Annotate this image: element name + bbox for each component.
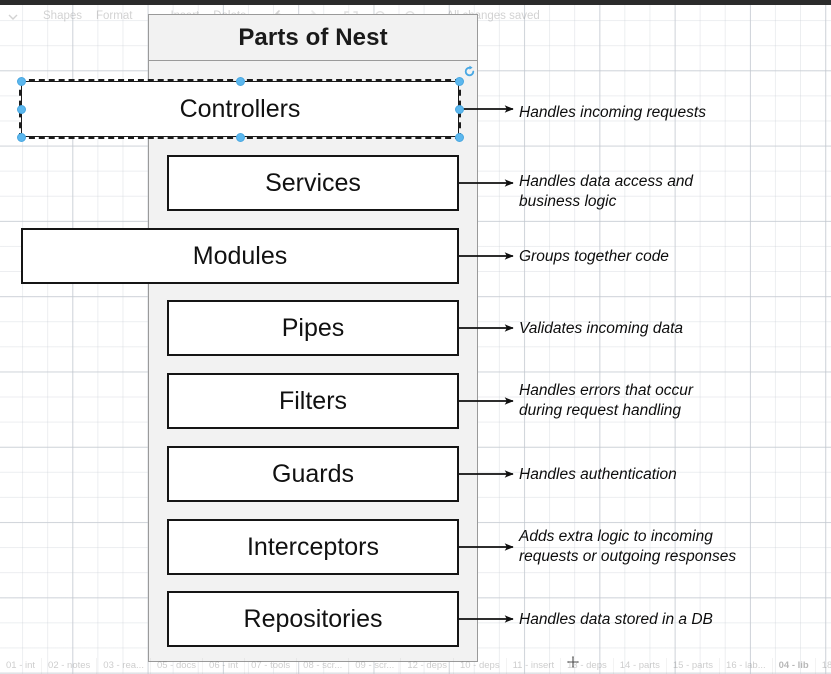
annotation-label: Handles authentication: [519, 466, 677, 483]
resize-handle-w[interactable]: [16, 104, 26, 114]
resize-handle-nw[interactable]: [16, 76, 26, 86]
diagram-box-controllers[interactable]: Controllers: [21, 81, 459, 137]
toolbar-format-button[interactable]: Format: [96, 10, 133, 22]
resize-handle-s[interactable]: [235, 132, 245, 142]
diagram-box-label: Controllers: [179, 94, 301, 123]
diagram-box-modules[interactable]: Modules: [21, 228, 459, 284]
resize-handle-se[interactable]: [454, 132, 464, 142]
resize-handle-e[interactable]: [454, 104, 464, 114]
move-cursor-icon: [566, 655, 580, 669]
annotation-label: Groups together code: [519, 248, 669, 265]
annotation-label: Handles data access and business logic: [519, 173, 694, 210]
top-dark-strip: [0, 0, 831, 5]
diagram-panel-header: Parts of Nest: [148, 14, 478, 61]
taskbar-item-3[interactable]: 05 - docs: [151, 658, 204, 674]
annotation-label: Adds extra logic to incoming requests or…: [519, 528, 737, 565]
diagram-box-pipes[interactable]: Pipes: [167, 300, 459, 356]
diagram-box-label: Guards: [272, 459, 354, 488]
taskbar-item-7[interactable]: 09 - scr...: [349, 658, 402, 674]
diagram-box-filters[interactable]: Filters: [167, 373, 459, 429]
taskbar-item-9[interactable]: 10 - deps: [454, 658, 507, 674]
annotation-label: Validates incoming data: [519, 320, 683, 337]
diagram-box-interceptors[interactable]: Interceptors: [167, 519, 459, 575]
diagram-box-label: Modules: [192, 241, 288, 270]
annotation-label: Handles incoming requests: [519, 104, 706, 121]
taskbar-item-1[interactable]: 02 - notes: [42, 658, 98, 674]
diagram-box-label: Pipes: [281, 313, 345, 342]
diagram-box-label: Repositories: [243, 604, 383, 633]
taskbar-item-16[interactable]: 18 - c: [816, 658, 831, 674]
chevron-down-icon[interactable]: [4, 9, 24, 25]
taskbar-item-8[interactable]: 12 - deps: [401, 658, 454, 674]
diagram-box-label: Filters: [278, 386, 348, 415]
taskbar-item-5[interactable]: 07 - tools: [245, 658, 298, 674]
taskbar-item-2[interactable]: 03 - rea...: [97, 658, 151, 674]
page-title: Parts of Nest: [238, 23, 388, 51]
taskbar-item-6[interactable]: 08 - scr...: [297, 658, 350, 674]
taskbar-item-10[interactable]: 11 - insert: [507, 658, 562, 674]
taskbar-item-13[interactable]: 15 - parts: [667, 658, 721, 674]
taskbar-item-0[interactable]: 01 - int: [0, 658, 43, 674]
taskbar-item-14[interactable]: 16 - lab...: [720, 658, 773, 674]
fit-to-screen-icon[interactable]: [341, 9, 361, 25]
resize-handle-n[interactable]: [235, 76, 245, 86]
annotation-label: Handles errors that occur during request…: [519, 382, 694, 419]
taskbar-item-12[interactable]: 14 - parts: [614, 658, 667, 674]
resize-handle-ne[interactable]: [454, 76, 464, 86]
taskbar-item-4[interactable]: 06 - int: [203, 658, 246, 674]
taskbar-item-11[interactable]: 13 - deps: [561, 658, 614, 674]
diagram-box-label: Services: [265, 168, 361, 197]
resize-handle-sw[interactable]: [16, 132, 26, 142]
taskbar-item-15[interactable]: 04 - lib: [773, 658, 816, 674]
rotate-handle-icon[interactable]: [463, 65, 476, 78]
diagram-box-label: Interceptors: [246, 532, 379, 561]
toolbar-shapes-button[interactable]: Shapes: [43, 10, 83, 22]
diagram-box-guards[interactable]: Guards: [167, 446, 459, 502]
diagram-box-repositories[interactable]: Repositories: [167, 591, 459, 647]
annotation-label: Handles data stored in a DB: [519, 611, 713, 628]
diagram-box-services[interactable]: Services: [167, 155, 459, 211]
